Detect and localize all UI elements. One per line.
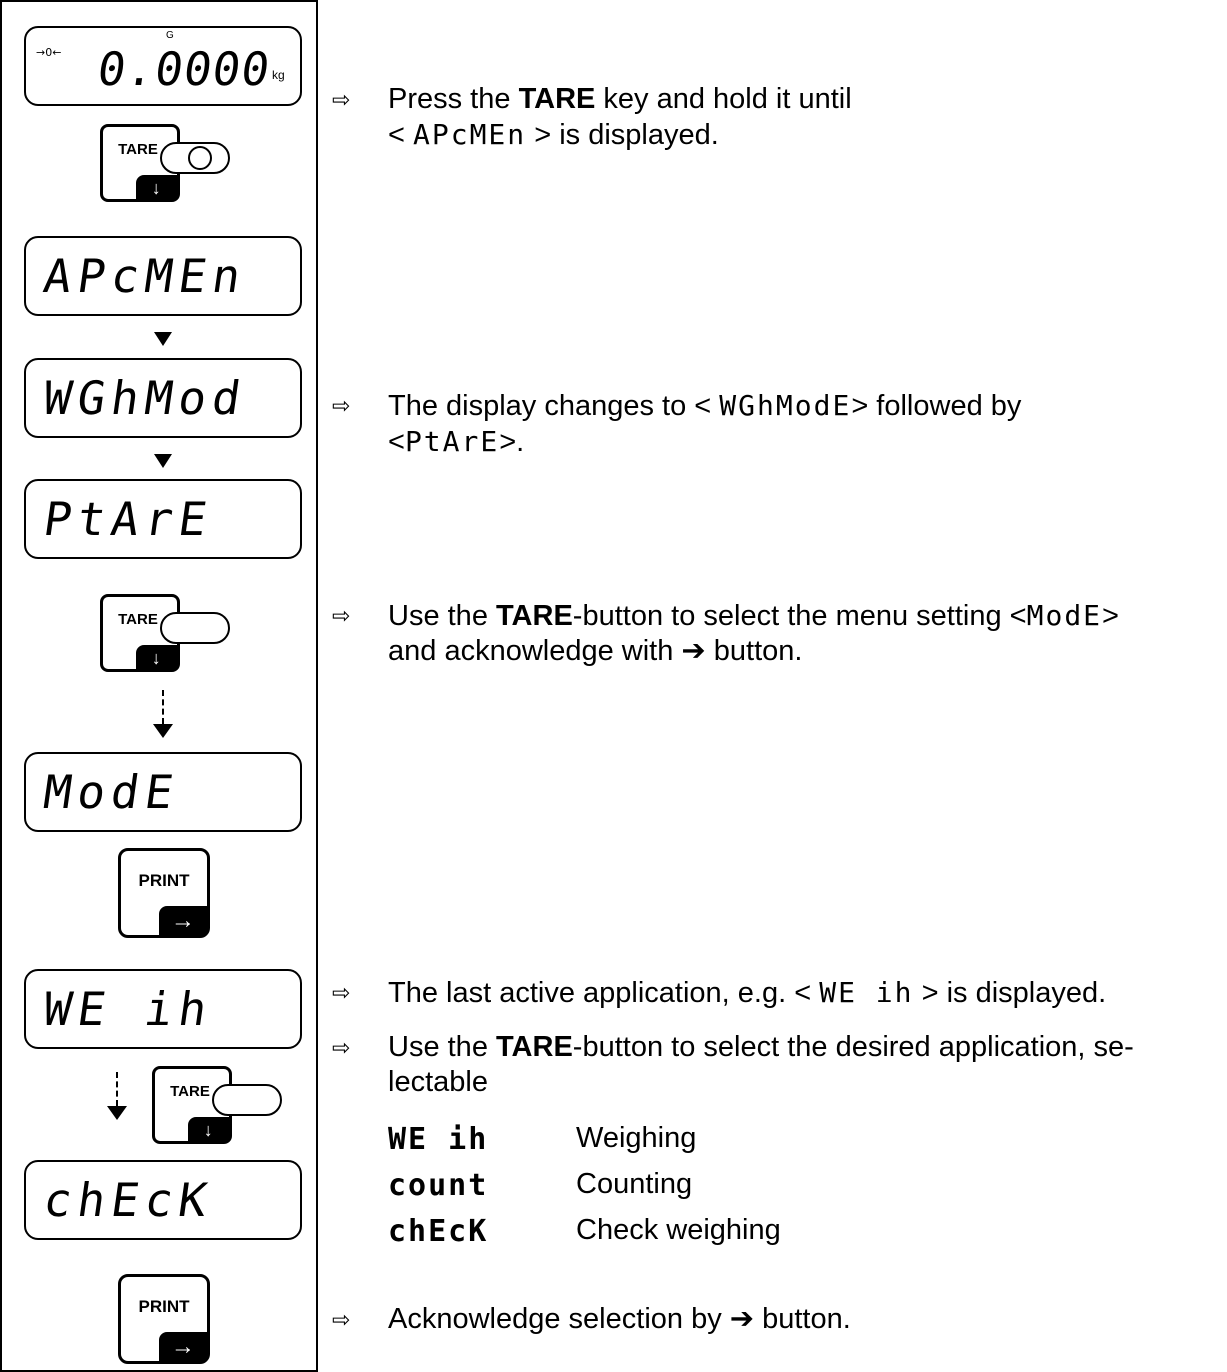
- step-bullet-icon: ⇨: [332, 393, 351, 418]
- seg-text: ModE: [1026, 599, 1103, 632]
- print-key-label: PRINT: [138, 871, 190, 890]
- display-ptare-text: PtArE: [40, 492, 217, 546]
- step-text: Use the TARE-button to select the desire…: [388, 1030, 1134, 1100]
- arrow-down-icon: ↓: [187, 1116, 229, 1141]
- zero-tracking-icon: →0←: [36, 46, 62, 59]
- text: The last active application, e.g. <: [388, 977, 820, 1009]
- chevron-down-icon: [154, 332, 172, 346]
- app-name: Check weighing: [576, 1214, 781, 1246]
- app-code: WE ih: [388, 1122, 489, 1157]
- tare-key-label: TARE: [118, 141, 158, 158]
- tare-key-label: TARE: [170, 1083, 210, 1100]
- step-bullet-icon: ⇨: [332, 1035, 351, 1060]
- display-wghmod-text: WGhMod: [40, 371, 250, 425]
- step-bullet-icon: ⇨: [332, 603, 351, 628]
- hand-press-hold-icon: [160, 142, 230, 174]
- arrow-right-icon: →: [158, 1332, 207, 1361]
- text: The display changes to <: [388, 390, 720, 422]
- app-code: count: [388, 1168, 489, 1203]
- text: Press the: [388, 83, 519, 115]
- text: Use the: [388, 1031, 496, 1063]
- step-text: Use the TARE-button to select the menu s…: [388, 598, 1119, 669]
- text: <: [388, 426, 405, 458]
- display-apcmen: APcMEn: [24, 236, 302, 316]
- text: <: [388, 119, 413, 151]
- text: > followed by: [851, 390, 1022, 422]
- chevron-down-icon: [154, 454, 172, 468]
- text: -button to select the desired applicatio…: [572, 1031, 1134, 1063]
- display-mode-text: ModE: [40, 765, 183, 819]
- text: >: [1102, 600, 1119, 632]
- text-bold: TARE: [496, 1031, 573, 1063]
- tare-key-label: TARE: [118, 611, 158, 628]
- text: -button to select the menu setting <: [572, 600, 1027, 632]
- text: and acknowledge with ➔ button.: [388, 635, 803, 667]
- app-name: Weighing: [576, 1122, 697, 1154]
- arrow-down-icon: ↓: [135, 644, 177, 669]
- left-figure-column: →0← G 0.0000 kg TARE ↓ APcMEn WGhMod PtA…: [0, 0, 318, 1372]
- dashed-arrow-down-icon: [153, 690, 173, 740]
- step-text: Press the TARE key and hold it until < A…: [388, 82, 852, 153]
- text: lectable: [388, 1066, 488, 1098]
- seg-text: WE ih: [819, 976, 914, 1009]
- step-text: Acknowledge selection by ➔ button.: [388, 1303, 851, 1335]
- text-bold: TARE: [496, 600, 573, 632]
- display-check: chEcK: [24, 1160, 302, 1240]
- hand-press-icon: [160, 612, 230, 644]
- hand-press-icon: [212, 1084, 282, 1116]
- text: >.: [499, 426, 525, 458]
- step-bullet-icon: ⇨: [332, 87, 351, 112]
- app-name: Counting: [576, 1168, 693, 1200]
- seg-text: APcMEn: [413, 118, 527, 151]
- text: Use the: [388, 600, 496, 632]
- unit-kg: kg: [272, 68, 285, 82]
- arrow-right-icon: →: [158, 906, 207, 935]
- display-check-text: chEcK: [40, 1173, 217, 1227]
- print-key-label: PRINT: [138, 1297, 190, 1316]
- app-code: chEcK: [388, 1214, 489, 1249]
- arrow-down-icon: ↓: [135, 174, 177, 199]
- display-weigh-text: WE ih: [40, 982, 217, 1036]
- step-text: The last active application, e.g. < WE i…: [388, 975, 1106, 1011]
- dashed-arrow-down-icon: [107, 1072, 127, 1122]
- clock-icon: [188, 146, 212, 170]
- print-key[interactable]: PRINT →: [118, 848, 210, 938]
- display-apcmen-text: APcMEn: [40, 249, 250, 303]
- text: key and hold it until: [595, 83, 852, 115]
- step-bullet-icon: ⇨: [332, 980, 351, 1005]
- g-mark: G: [166, 30, 174, 41]
- display-wghmod: WGhMod: [24, 358, 302, 438]
- step-text: The display changes to < WGhModE> follow…: [388, 388, 1021, 460]
- step-bullet-icon: ⇨: [332, 1307, 351, 1332]
- display-weigh: WE ih: [24, 969, 302, 1049]
- display-ptare: PtArE: [24, 479, 302, 559]
- display-mode: ModE: [24, 752, 302, 832]
- print-key[interactable]: PRINT →: [118, 1274, 210, 1364]
- text: > is displayed.: [913, 977, 1107, 1009]
- text-bold: TARE: [518, 83, 596, 115]
- text: > is displayed.: [526, 119, 719, 151]
- seg-text: PtArE: [404, 425, 500, 458]
- display-zero: →0← G 0.0000 kg: [24, 26, 302, 106]
- seg-text: WGhModE: [719, 389, 852, 422]
- display-zero-value: 0.0000: [94, 42, 274, 96]
